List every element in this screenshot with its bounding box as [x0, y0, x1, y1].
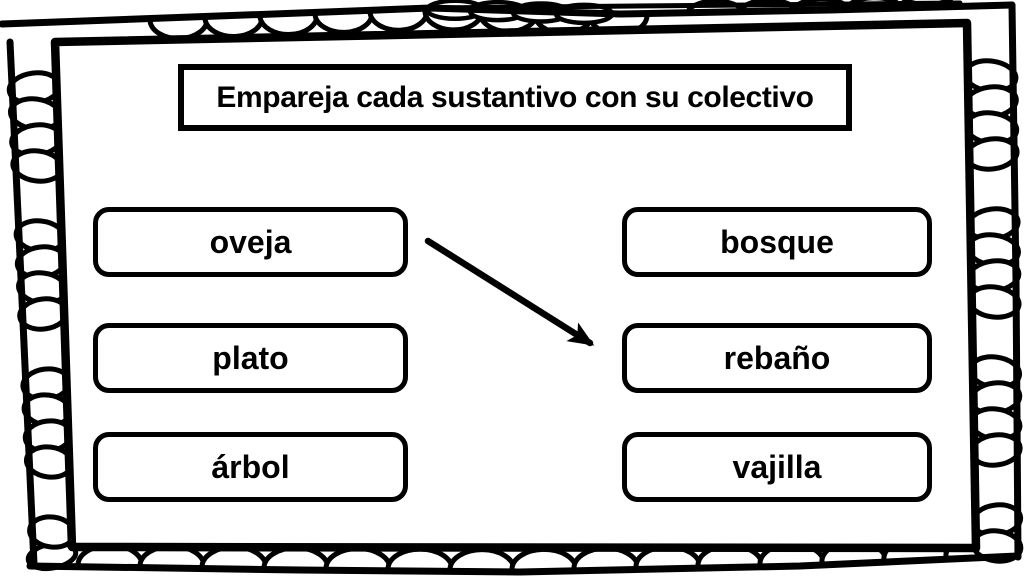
title-box: Empareja cada sustantivo con su colectiv…	[178, 64, 852, 131]
word-box-left-1[interactable]: oveja	[93, 207, 408, 277]
word-box-left-3[interactable]: árbol	[93, 432, 408, 502]
word-box-right-1[interactable]: bosque	[622, 207, 932, 277]
word-box-right-2[interactable]: rebaño	[622, 323, 932, 393]
word-box-right-3[interactable]: vajilla	[622, 432, 932, 502]
word-box-left-2[interactable]: plato	[93, 323, 408, 393]
arrow-line	[424, 237, 595, 347]
